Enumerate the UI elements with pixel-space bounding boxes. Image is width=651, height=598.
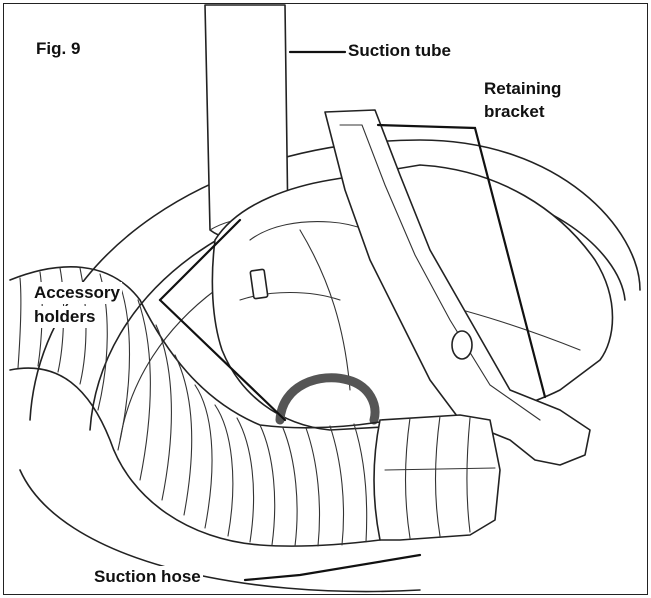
figure-frame [3, 3, 648, 595]
accessory-holders-label-line2: holders [32, 306, 98, 328]
retaining-bracket-inner [339, 124, 541, 421]
leader-accessory-holders-a [158, 218, 242, 302]
hose-body-bottom [9, 367, 381, 547]
hose-connector-ring-1 [404, 417, 411, 539]
retaining-bracket-label-line1: Retaining [484, 79, 562, 98]
knob-detail [451, 330, 473, 360]
motor-head-ridge-2 [239, 292, 341, 301]
motor-head-ridge-3 [299, 229, 351, 391]
leader-accessory-holders-b [158, 298, 287, 422]
figure-number: Fig. 9 [36, 39, 81, 58]
hose-connector-band [384, 467, 496, 471]
suction-tube-label: Suction tube [348, 41, 451, 60]
hose-connector-ring-3 [466, 417, 471, 533]
retaining-bracket-label-line2: bracket [484, 102, 545, 121]
leader-suction-hose [243, 553, 422, 582]
accessory-holders-label-line1: Accessory [32, 282, 123, 304]
hose-corrugations [17, 267, 368, 547]
hose-connector [373, 414, 501, 541]
leader-retaining-bracket [376, 123, 547, 399]
suction-hose-label: Suction hose [92, 566, 203, 588]
hose-connector-ring-2 [434, 415, 441, 537]
accessory-holder-arc [275, 373, 380, 425]
slot-detail [249, 268, 269, 300]
